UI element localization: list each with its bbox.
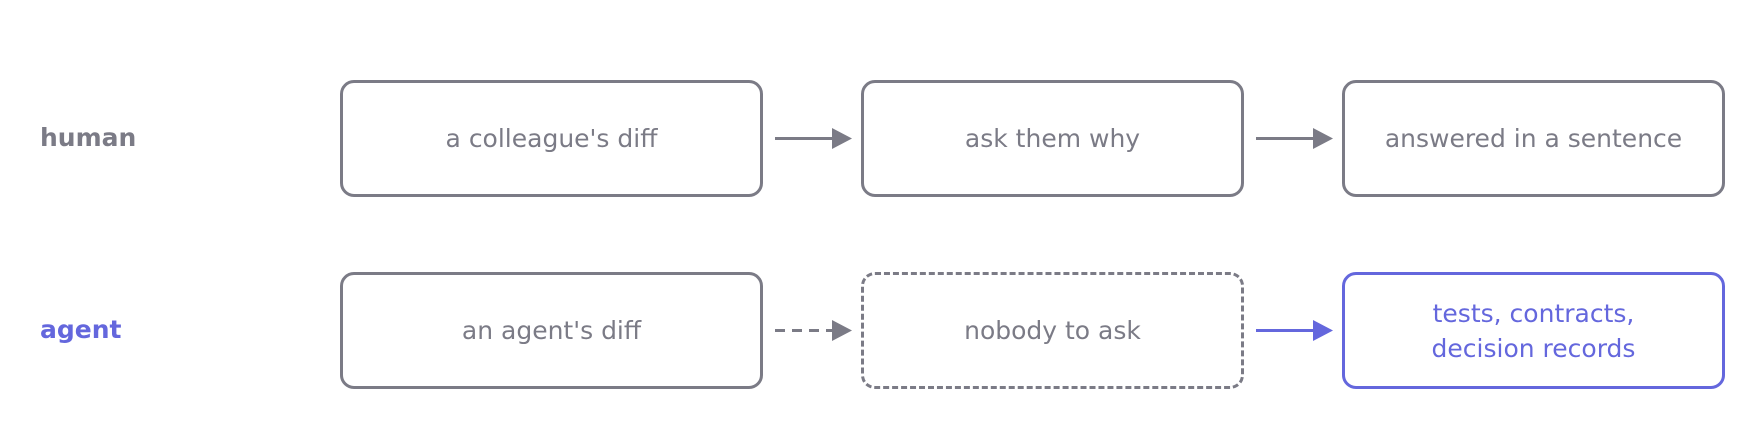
- node-ask-them-why: ask them why: [861, 80, 1244, 197]
- node-nobody-to-ask-label: nobody to ask: [964, 316, 1141, 345]
- row-label-agent: agent: [40, 315, 122, 344]
- arrow-agent-accent: [1256, 320, 1333, 341]
- node-answered-in-sentence: answered in a sentence: [1342, 80, 1725, 197]
- node-agent-diff: an agent's diff: [340, 272, 763, 389]
- node-answered-in-sentence-label: answered in a sentence: [1384, 124, 1683, 153]
- arrow-agent-dashed: [775, 320, 852, 341]
- node-agent-diff-label: an agent's diff: [461, 316, 642, 345]
- node-colleague-diff: a colleague's diff: [340, 80, 763, 197]
- node-ask-them-why-label: ask them why: [964, 124, 1141, 153]
- node-tests-contracts-records-label: tests, contracts, decision records: [1431, 298, 1636, 363]
- arrow-human-1: [775, 128, 852, 149]
- row-label-human: human: [40, 123, 137, 152]
- node-nobody-to-ask: nobody to ask: [861, 272, 1244, 389]
- node-colleague-diff-label: a colleague's diff: [445, 124, 658, 153]
- arrow-human-2: [1256, 128, 1333, 149]
- node-tests-contracts-records: tests, contracts, decision records: [1342, 272, 1725, 389]
